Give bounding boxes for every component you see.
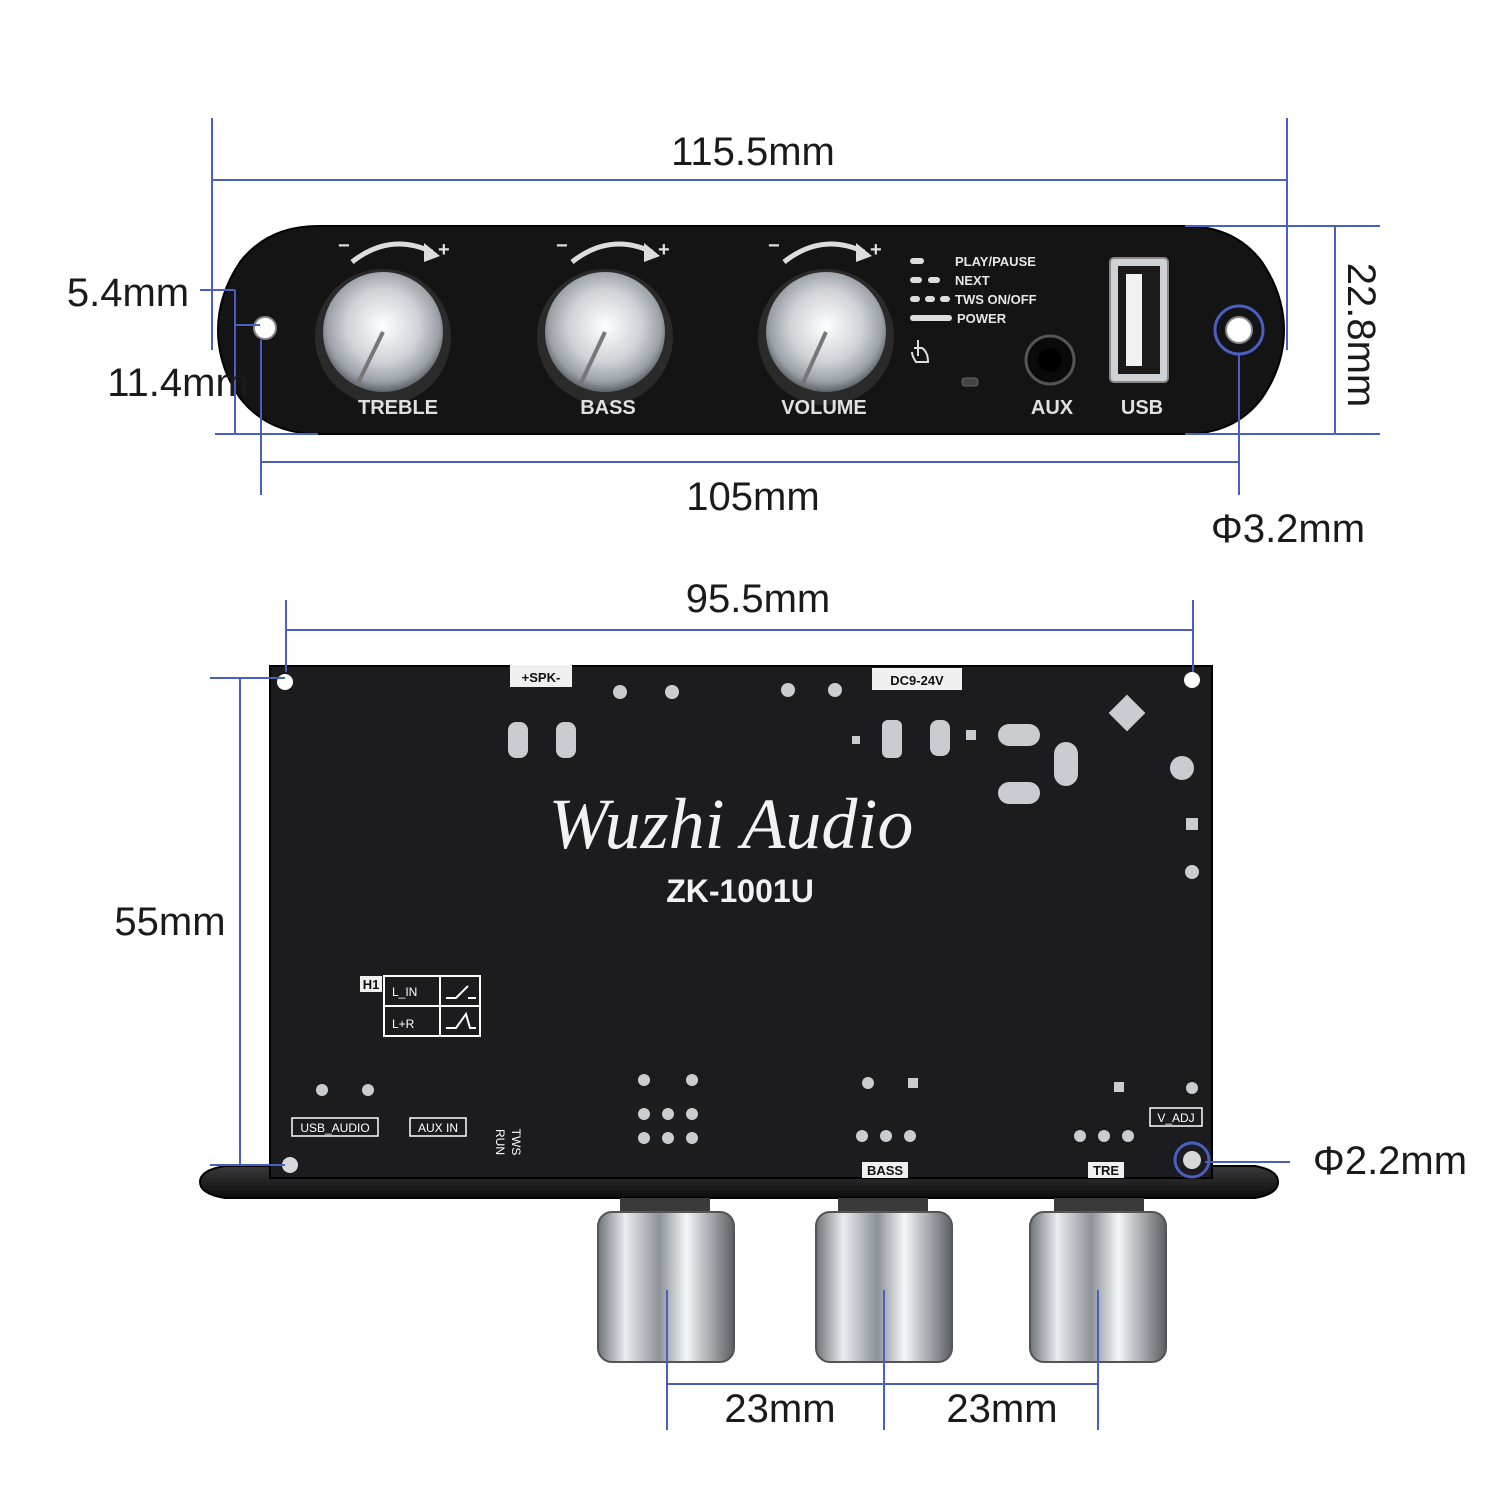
usb-label: USB [1121, 397, 1163, 419]
board-dimension-lines: 95.5mm 55mm Φ2.2mm 23mm 23mm [114, 577, 1467, 1431]
v-adj-label: V_ADJ [1157, 1111, 1194, 1125]
svg-text:−: − [338, 235, 350, 257]
panel-mount-hole-right [1225, 316, 1253, 344]
solder-pads-top [508, 683, 1199, 879]
front-panel-view: − + TREBLE − + BASS − + VOL [216, 225, 1286, 435]
treble-label: TREBLE [358, 397, 438, 419]
brand-logo-text: Wuzhi Audio [549, 784, 914, 864]
hole-spacing-label: 105mm [686, 475, 819, 519]
board-hole-bottom-left [282, 1157, 298, 1173]
bass-knob[interactable]: − + BASS [537, 235, 673, 419]
solder-pads-bottom [316, 1074, 1198, 1144]
board-hole-diameter-label: Φ2.2mm [1313, 1139, 1467, 1183]
bass-label: BASS [580, 397, 636, 419]
svg-text:L+R: L+R [392, 1017, 415, 1031]
led-label-play-pause: PLAY/PAUSE [955, 254, 1036, 269]
knob-spacing-2-label: 23mm [946, 1387, 1057, 1431]
panel-width-label: 115.5mm [671, 130, 835, 174]
led-indicator-legend: PLAY/PAUSE NEXT TWS ON/OFF POWER [910, 254, 1037, 363]
volume-label: VOLUME [781, 397, 867, 419]
power-input-label: DC9-24V [890, 673, 944, 688]
aux-label: AUX [1031, 397, 1074, 419]
touch-hand-icon [911, 340, 930, 363]
svg-text:+: + [870, 239, 882, 261]
pcb [269, 665, 1213, 1179]
svg-text:+: + [438, 239, 450, 261]
knob-shaft-middle[interactable] [815, 1198, 953, 1363]
aux-in-label: AUX IN [418, 1121, 458, 1135]
bass-pot-label: BASS [867, 1163, 903, 1178]
panel-hole-diameter-label: Φ3.2mm [1211, 507, 1365, 551]
svg-text:−: − [768, 235, 780, 257]
pcb-board-view: +SPK- DC9-24V Wuzhi Audio ZK-1001U [198, 665, 1280, 1363]
aux-jack[interactable]: AUX [1024, 334, 1076, 419]
hole-offset-top-label: 5.4mm [67, 271, 189, 315]
usb-audio-label: USB_AUDIO [300, 1121, 369, 1135]
treble-knob[interactable]: − + TREBLE [315, 235, 451, 419]
board-hole-bottom-right [1183, 1151, 1201, 1169]
led-label-next: NEXT [955, 273, 990, 288]
led-label-power: POWER [957, 311, 1007, 326]
panel-mount-hole-left [253, 316, 277, 340]
board-hole-top-right [1184, 672, 1200, 688]
led-label-tws: TWS ON/OFF [955, 292, 1037, 307]
speaker-label: +SPK- [522, 670, 561, 685]
usb-port[interactable]: USB [1109, 257, 1169, 419]
board-height-label: 55mm [114, 900, 225, 944]
panel-dimension-lines: 115.5mm 22.8mm 105mm 5.4mm 11.4mm Φ3.2mm [67, 118, 1383, 551]
svg-text:H1: H1 [363, 977, 380, 992]
svg-text:+: + [658, 239, 670, 261]
board-hole-top-left [277, 674, 293, 690]
board-width-label: 95.5mm [686, 577, 831, 621]
panel-height-label: 22.8mm [1339, 263, 1383, 408]
run-label: RUN [493, 1129, 507, 1155]
knob-spacing-1-label: 23mm [724, 1387, 835, 1431]
treble-pot-label: TRE [1093, 1163, 1119, 1178]
svg-text:L_IN: L_IN [392, 985, 417, 999]
svg-text:−: − [556, 235, 568, 257]
model-number: ZK-1001U [666, 873, 814, 909]
volume-knob[interactable]: − + VOLUME [758, 235, 894, 419]
hole-offset-bottom-label: 11.4mm [107, 361, 249, 405]
tws-label: TWS [509, 1129, 523, 1156]
h1-switch-table: H1 L_IN L+R [360, 975, 481, 1037]
status-led [961, 377, 979, 387]
